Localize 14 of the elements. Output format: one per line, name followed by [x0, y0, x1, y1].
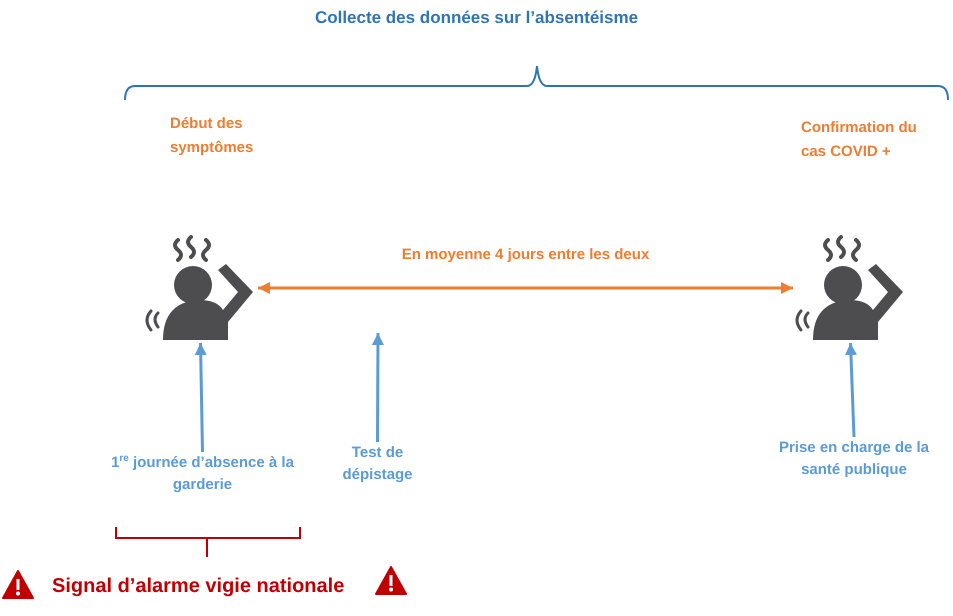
edge-label: En moyenne 4 jours entre les deux	[402, 246, 650, 263]
arrow	[258, 282, 793, 294]
arrow	[372, 333, 384, 442]
alert-text: Signal d’alarme vigie nationale	[52, 574, 344, 598]
caption-text: Début des symptômes	[170, 114, 254, 158]
node-text: Test de dépistage	[341, 443, 414, 485]
arrow	[194, 342, 207, 452]
title: Collecte des données sur l’absentéisme	[314, 8, 640, 28]
node-text: 1$^{re}$ journée d’absence à la garderie	[110, 452, 295, 495]
node-text: Prise en charge de la santé publique	[778, 438, 930, 480]
person-icon	[797, 237, 903, 340]
person-icon	[147, 237, 253, 340]
arrow	[844, 342, 857, 438]
caption-text: Confirmation du cas COVID +	[801, 118, 918, 162]
